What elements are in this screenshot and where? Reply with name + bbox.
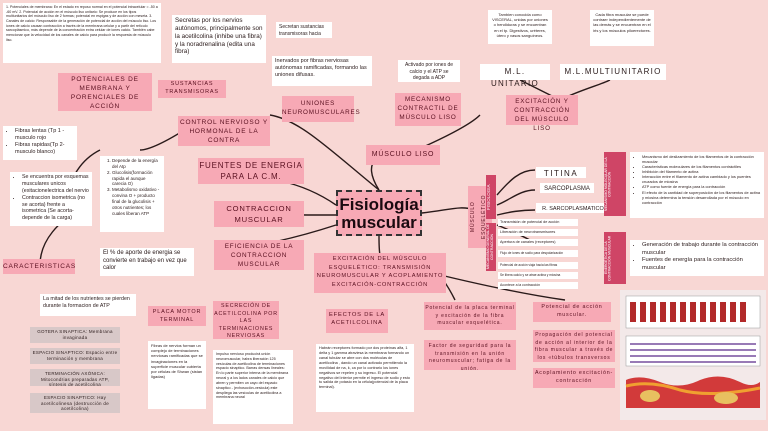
mechanism-step-2: Liberación de neurotransmisores	[498, 229, 578, 236]
acetylcholine-effects-note: Habrán receptores formado por dos proteí…	[316, 344, 414, 412]
myofibril-icon	[625, 376, 761, 408]
contraction-type-item: Contraccion isometrica (no se acorta) fr…	[22, 195, 89, 223]
energy-sources-node: FUENTES DE ENERGIA PARA LA C.M.	[198, 158, 304, 184]
transmitter-substances-node: SUSTANCIAS TRANSMISORAS	[158, 80, 226, 98]
molecular-item: El efecto de la cantidad de superposició…	[642, 190, 761, 205]
unitary-note: Tambien conocida como VISCERAL, unidas p…	[488, 10, 552, 44]
contraction-efficiency-node: EFICIENCIA DE LA CONTRACCION MUSCULAR	[214, 240, 304, 270]
energy-item: Glucolisis(formación rapida el aunque ca…	[112, 170, 161, 188]
muscle-fiber-icon	[625, 335, 761, 367]
contraction-types: Se encuentra por esquemas musculares uni…	[10, 172, 92, 226]
characteristics-node: CARACTERISTICAS	[3, 259, 75, 274]
end-plate-potential-node: Potencial de la placa terminal y excitac…	[424, 302, 516, 330]
smooth-muscle-node: MÚSCULO LISO	[366, 145, 440, 165]
contractile-mechanism-node: MECANISMO CONTRACTIL DE MÚSCULO LISO	[395, 93, 461, 126]
safety-factor-node: Factor de seguridad para la transmisión …	[424, 340, 516, 372]
membrane-potentials-node: POTENCIALES DE MEMBRANA Y PORENCIALES DE…	[58, 73, 152, 111]
multiunitary-note: Cada fibra muscular se puede contraer in…	[590, 10, 654, 46]
energetics-label: ENERGÉTICA DE LA CONTRACCIÓN MUSCULAR	[604, 232, 626, 284]
excitation-contraction-coupling-node: Acoplamiento excitación-contracción	[533, 368, 615, 388]
fiber-item: Fibras rapidas(Tp 2- musculo blanco)	[15, 142, 74, 156]
muscle-action-potential-node: Potencial de acción muscular.	[533, 302, 611, 322]
autonomic-secretion-note: Secretas por los nervios autónomos, prin…	[172, 15, 266, 63]
energetics-item: Generación de trabajo durante la contrac…	[642, 242, 761, 257]
energetics-list: Generación de trabajo durante la contrac…	[630, 240, 764, 276]
mechanism-step-3: Apertura de canales (receptores)	[498, 239, 578, 246]
molecular-mechanism-label: MECANISMO MOLECULAR DE LA CONTRACCIÓN	[604, 152, 626, 216]
synaptic-space-enzyme: ESPACIO SINAPTICO: Hay acetilcolinesa (d…	[30, 393, 120, 413]
axon-terminal: TERMINACIÓN AXÓNICA: Mitocondrias prepar…	[30, 369, 120, 387]
skeletal-excitation-node: EXCITACIÓN DEL MÚSCULO ESQUELÉTICO: TRAN…	[314, 253, 446, 293]
transmitters-note: Secretan sustancias transmisoras hacia	[276, 22, 332, 38]
muscle-contraction-node: CONTRACCION MUSCULAR	[214, 201, 304, 227]
calcium-activation-note: Activado por iones de calcio y el ATP se…	[398, 60, 460, 82]
unitary-title: M.L. UNITARIO	[480, 64, 550, 88]
energetics-item: Fuentes de energía para la contracción m…	[642, 257, 761, 272]
action-potential-propagation-node: Propagación del potencial de acción al i…	[533, 330, 615, 362]
molecular-item: Mecanismo del deslizamiento de los filam…	[642, 154, 761, 164]
efficiency-note: El % de aporte de energia se convierte e…	[100, 248, 194, 276]
fiber-types: Fibras lentas (Tp 1 - musculo rojoFibras…	[3, 126, 77, 160]
mechanism-step-1: Transmisión de potencial de acción	[498, 219, 578, 226]
energy-item: Depende de la energía del Atp	[112, 158, 161, 170]
molecular-item: Interacción entre el filamento de actina…	[642, 174, 761, 184]
titin-label: TITINA	[536, 167, 586, 178]
energy-sources-list: Depende de la energía del AtpGlucolisis(…	[100, 156, 164, 232]
sarcoplasm-label: SARCOPLASMA	[540, 183, 594, 193]
fiber-item: Fibras lentas (Tp 1 - musculo rojo	[15, 128, 74, 142]
physiology-node: FISIOLOGIA	[486, 175, 496, 219]
synaptic-gutter: GOTERA SINAPTICA: Membrana invaginada	[30, 327, 120, 343]
acetylcholine-secretion-note: Impulso nervioso producirá unión neuromu…	[213, 350, 293, 424]
energy-item: Metabolismo oxidativo - convina O + prod…	[112, 187, 161, 216]
main-title: Fisiología muscular	[336, 190, 422, 236]
acetylcholine-secretion-node: SECRECIÓN DE ACETILCOLINA POR LAS TERMIN…	[213, 301, 279, 339]
sarcomere-illustration	[620, 290, 766, 420]
sarcoplasmic-reticulum-label: R. SARCOPLASMATICO	[536, 203, 610, 213]
multiunitary-title: M.L.MULTIUNITARIO	[560, 64, 666, 80]
nervous-hormonal-control-node: CONTROL NERVIOSO Y HORMONAL DE LA CONTRA	[178, 116, 270, 146]
smooth-excitation-node: EXCITACIÓN Y CONTRACCIÓN DEL MÚSCULO LIS…	[506, 95, 578, 132]
mechanism-step-7: Acontece a la contracción	[498, 282, 578, 289]
neuromuscular-junctions-node: UNIONES NEUROMUSCULARES	[282, 96, 360, 122]
molecular-item: Inhibición del filamento de actina	[642, 169, 761, 174]
motor-plate-note: Fibras de nervios forman un complejo de …	[148, 341, 206, 409]
innervation-note: Inervados por fibras nerviosas autónomas…	[272, 56, 372, 86]
contraction-type-item: Se encuentra por esquemas musculares uni…	[22, 174, 89, 195]
mechanism-step-4: Flujo de iones de sodio para despolariza…	[498, 250, 578, 257]
molecular-item: ATP como fuente de energía para la contr…	[642, 184, 761, 189]
motor-plate-node: PLACA MOTOR TERMINAL	[148, 306, 206, 326]
nutrients-note: La mitad de los nutrientes se pierden du…	[40, 294, 136, 316]
general-mechanism-node: MECANISMO GENERAL DE CONTRACCIÓN	[486, 223, 496, 271]
molecular-item: Características moleculares de los filam…	[642, 164, 761, 169]
molecular-mechanism-list: Mecanismo del deslizamiento de los filam…	[630, 152, 764, 218]
mechanism-step-5: Potencial de acción viaja hacia las fibr…	[498, 262, 578, 269]
synaptic-space: ESPACIO SINAPTICO: Espacio entre termina…	[30, 348, 120, 364]
sarcomere-bands-icon	[625, 295, 761, 329]
mechanism-step-6: Se libera calcio y se atrae actina y mio…	[498, 272, 578, 279]
acetylcholine-effects-node: EFECTOS DE LA ACETILCOLINA	[326, 309, 388, 333]
membrane-potential-note: 1. Potenciales de membrana: En el estado…	[3, 3, 161, 63]
